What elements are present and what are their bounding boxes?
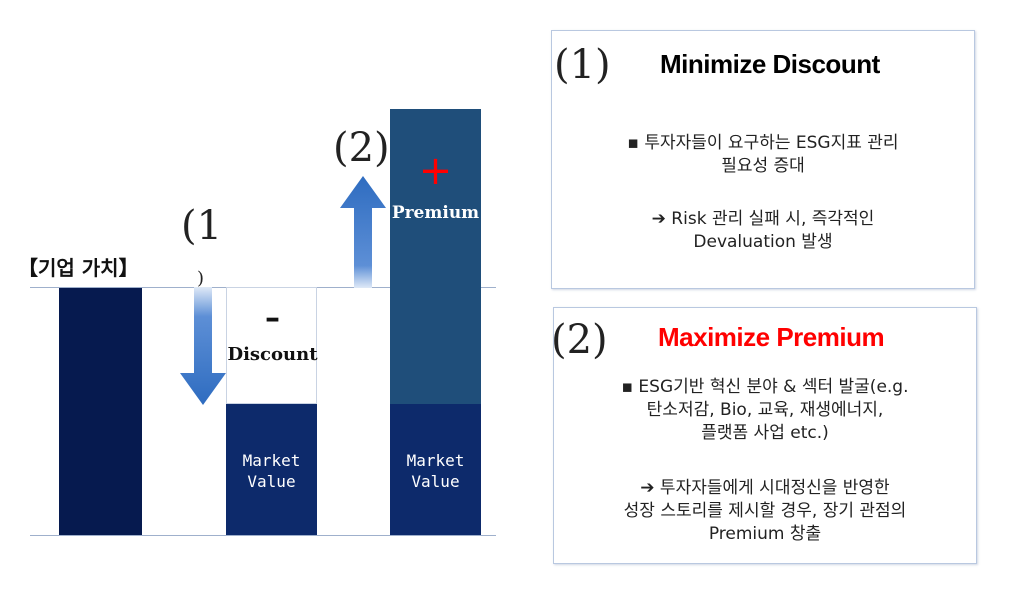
marker-1-tail: ): [197, 268, 205, 289]
premium-label: Premium: [391, 203, 480, 223]
baseline: [30, 535, 496, 536]
marker-2: (2): [333, 125, 390, 171]
panel-2-arrow-note: ➔ 투자자들에게 시대정신을 반영한 성장 스토리를 제시할 경우, 장기 관점…: [623, 478, 907, 544]
panel-1-title: Minimize Discount: [660, 49, 880, 79]
market-value-bar-2: Market Value: [390, 404, 481, 535]
market-value-bar-1: Market Value: [226, 404, 317, 535]
down-arrow-icon: [180, 287, 226, 405]
discount-sign: –: [265, 301, 280, 336]
panel-minimize-discount: (1) Minimize Discount ▪ 투자자들이 요구하는 ESG지표…: [551, 30, 975, 289]
panel-maximize-premium: (2) Maximize Premium ▪ ESG기반 혁신 분야 & 섹터 …: [551, 307, 977, 564]
marker-1: (1: [181, 203, 223, 249]
premium-sign: +: [418, 148, 453, 194]
company-value-bar: [59, 288, 142, 535]
discount-label: Discount: [227, 344, 318, 365]
panel-2-number: (2): [551, 317, 608, 363]
panel-1-arrow-note: ➔ Risk 관리 실패 시, 즉각적인 Devaluation 발생: [651, 209, 875, 252]
panel-2-title: Maximize Premium: [658, 322, 885, 352]
panel-1-bullet: ▪ 투자자들이 요구하는 ESG지표 관리 필요성 증대: [627, 133, 899, 176]
discount-box: – Discount: [226, 287, 318, 404]
up-arrow-icon: [340, 176, 386, 288]
market-value-label-2: Market Value: [406, 451, 465, 491]
panel-2-bullet: ▪ ESG기반 혁신 분야 & 섹터 발굴(e.g. 탄소저감, Bio, 교육…: [621, 377, 909, 443]
panel-1-number: (1): [554, 42, 611, 88]
premium-bar: + Premium: [390, 109, 481, 404]
company-value-label: 【기업 가치】: [18, 256, 139, 280]
market-value-label-1: Market Value: [242, 451, 301, 491]
